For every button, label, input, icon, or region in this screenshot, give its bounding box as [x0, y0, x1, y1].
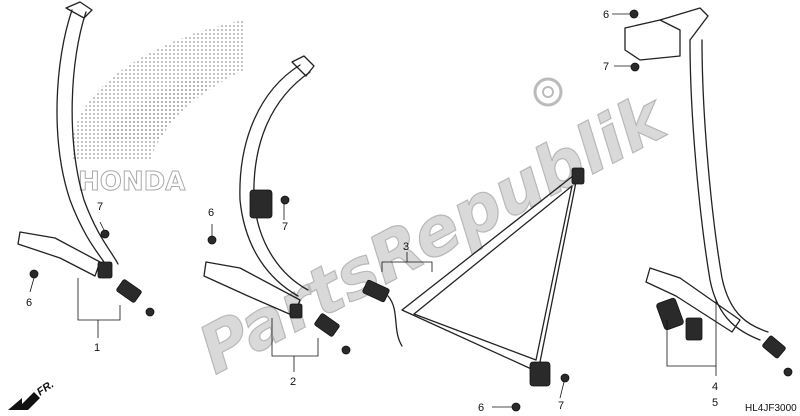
- seatbelt-assembly-2: [203, 55, 351, 355]
- gear-watermark-icon: [533, 77, 563, 107]
- honda-wing-logo: HONDA: [71, 20, 245, 198]
- callout-6-bottom: 6: [478, 402, 484, 414]
- diagram-code: HL4JF3000: [745, 403, 797, 414]
- callout-5: 5: [712, 397, 718, 409]
- callout-1: 1: [94, 342, 100, 354]
- honda-logo-text: HONDA: [78, 167, 185, 197]
- callout-6-mid: 6: [208, 207, 214, 219]
- seatbelt-assembly-3: [362, 167, 585, 412]
- front-direction-label: FR.: [35, 378, 56, 398]
- callout-7-mid: 7: [282, 221, 288, 233]
- callout-7-left: 7: [97, 201, 103, 213]
- callout-leaders: [29, 13, 717, 408]
- callout-7-bottom: 7: [558, 400, 564, 412]
- seatbelt-assembly-4-5: [624, 7, 793, 377]
- front-direction-arrow: FR.: [8, 378, 56, 410]
- callout-6-top: 6: [603, 9, 609, 21]
- callout-4: 4: [712, 381, 718, 393]
- callout-2: 2: [290, 376, 296, 388]
- seatbelt-assembly-1: [17, 1, 155, 317]
- callout-3: 3: [403, 241, 409, 253]
- callout-7-top: 7: [603, 61, 609, 73]
- callout-6-left: 6: [26, 297, 32, 309]
- callout-labels: 1 2 3 4 5 6 6 6 6 7 7 7 7: [26, 9, 718, 414]
